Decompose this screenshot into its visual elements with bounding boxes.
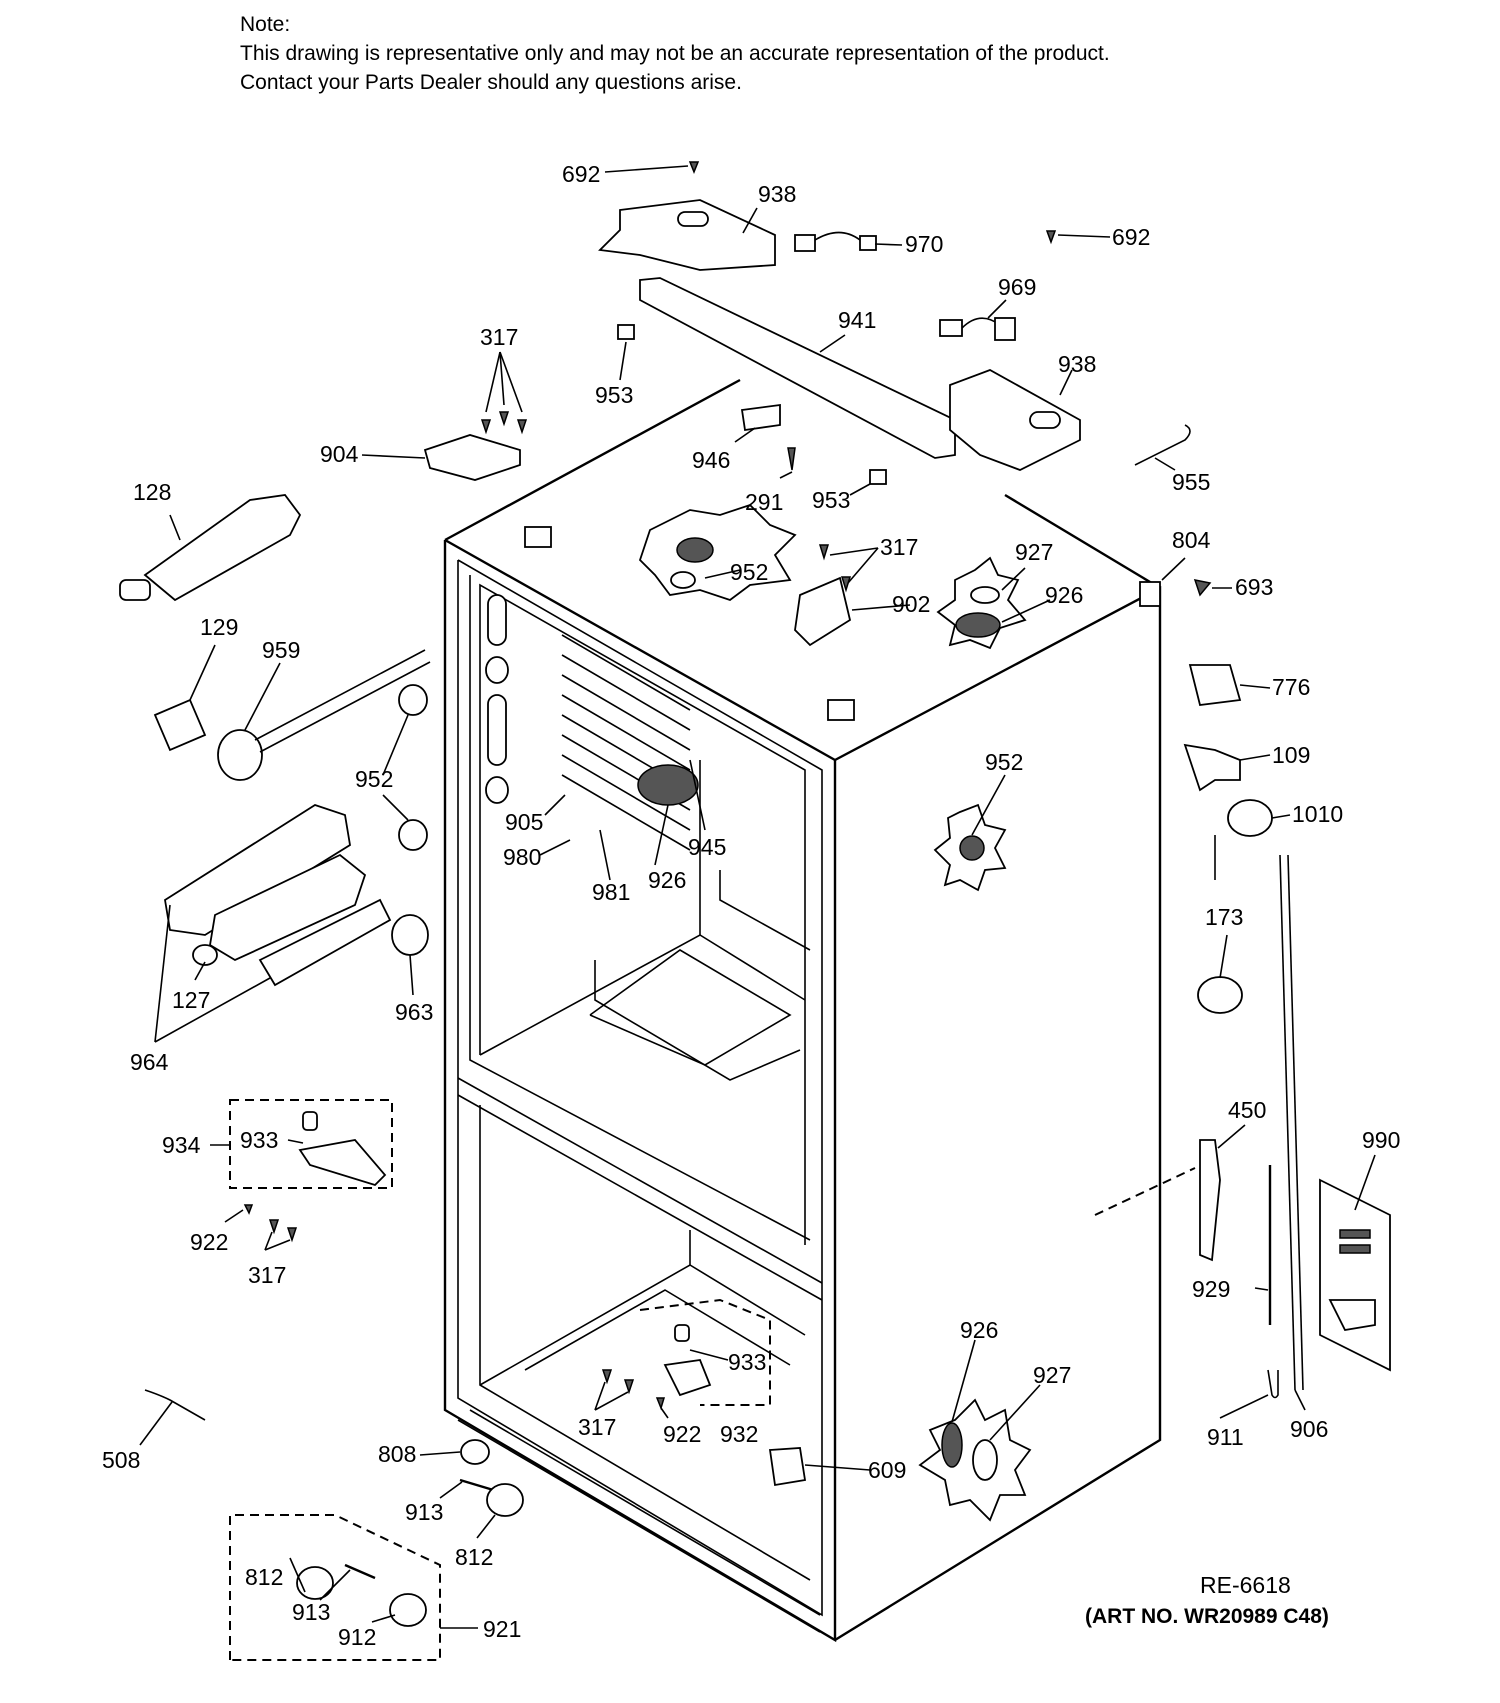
callout-933-left: 933: [240, 1127, 278, 1153]
right-parts: [1183, 664, 1391, 1399]
callout-906: 906: [1290, 1416, 1328, 1442]
top-parts: [423, 161, 1212, 647]
callout-508: 508: [102, 1447, 140, 1473]
callout-969: 969: [998, 274, 1036, 300]
callout-808: 808: [378, 1441, 416, 1467]
callout-812-center: 812: [455, 1544, 493, 1570]
left-parts: [119, 494, 431, 1421]
callout-990: 990: [1362, 1127, 1400, 1153]
callout-450: 450: [1228, 1097, 1266, 1123]
callout-938-right: 938: [1058, 351, 1096, 377]
callout-692-right: 692: [1112, 224, 1150, 250]
callout-911: 911: [1207, 1424, 1244, 1450]
callout-926-inner: 926: [648, 867, 686, 893]
callout-927-bottom: 927: [1033, 1362, 1071, 1388]
disclaimer-note: Note: This drawing is representative onl…: [240, 10, 1110, 97]
callout-317-top-mid: 317: [880, 534, 918, 560]
callout-692-top: 692: [562, 161, 600, 187]
callout-981: 981: [592, 879, 630, 905]
callout-609: 609: [868, 1457, 906, 1483]
callout-922-left: 922: [190, 1229, 228, 1255]
note-line-1: This drawing is representative only and …: [240, 42, 1110, 65]
callout-912: 912: [338, 1624, 376, 1650]
callout-953-left: 953: [595, 382, 633, 408]
callout-173: 173: [1205, 904, 1243, 930]
callout-963: 963: [395, 999, 433, 1025]
callout-933-bottom: 933: [728, 1349, 766, 1375]
callout-1010: 1010: [1292, 801, 1343, 827]
callout-109: 109: [1272, 742, 1310, 768]
callout-946: 946: [692, 447, 730, 473]
callout-952-top: 952: [730, 559, 768, 585]
callout-921: 921: [483, 1616, 521, 1642]
callout-952-left: 952: [355, 766, 393, 792]
bottom-parts: [229, 1298, 807, 1661]
callout-970: 970: [905, 231, 943, 257]
callout-902: 902: [892, 591, 930, 617]
callout-959: 959: [262, 637, 300, 663]
callout-129: 129: [200, 614, 238, 640]
callout-128: 128: [133, 479, 171, 505]
callout-929: 929: [1192, 1276, 1230, 1302]
callout-291: 291: [745, 489, 783, 515]
note-line-2: Contact your Parts Dealer should any que…: [240, 71, 742, 94]
refrigerator-case: [443, 378, 1196, 1643]
leader-lines: [139, 165, 1376, 1629]
callout-913-center: 913: [405, 1499, 443, 1525]
callout-812-box: 812: [245, 1564, 283, 1590]
callout-127: 127: [172, 987, 210, 1013]
art-number: (ART NO. WR20989 C48): [1085, 1605, 1329, 1628]
drawing-reference: RE-6618: [1200, 1572, 1291, 1598]
callout-934: 934: [162, 1132, 201, 1158]
callout-953-right: 953: [812, 487, 850, 513]
callout-317-top-left: 317: [480, 324, 518, 350]
callout-952-side: 952: [985, 749, 1023, 775]
callout-926-bottom: 926: [960, 1317, 998, 1343]
callout-693: 693: [1235, 574, 1273, 600]
callout-955: 955: [1172, 469, 1210, 495]
callout-926-top: 926: [1045, 582, 1083, 608]
callout-980: 980: [503, 844, 541, 870]
callout-913-box: 913: [292, 1599, 330, 1625]
callout-938-left: 938: [758, 181, 796, 207]
callout-804: 804: [1172, 527, 1211, 553]
callout-904: 904: [320, 441, 359, 467]
callout-945: 945: [688, 834, 726, 860]
callout-labels: 692 938 970 692 969 941 317 953 938 904 …: [102, 161, 1400, 1650]
callout-922-bottom: 922: [663, 1421, 701, 1447]
callout-964: 964: [130, 1049, 169, 1075]
callout-776: 776: [1272, 674, 1310, 700]
callout-317-left: 317: [248, 1262, 286, 1288]
callout-927-top: 927: [1015, 539, 1053, 565]
callout-905: 905: [505, 809, 543, 835]
callout-941: 941: [838, 307, 876, 333]
callout-317-bottom: 317: [578, 1414, 616, 1440]
callout-932: 932: [720, 1421, 758, 1447]
note-heading: Note:: [240, 13, 291, 36]
